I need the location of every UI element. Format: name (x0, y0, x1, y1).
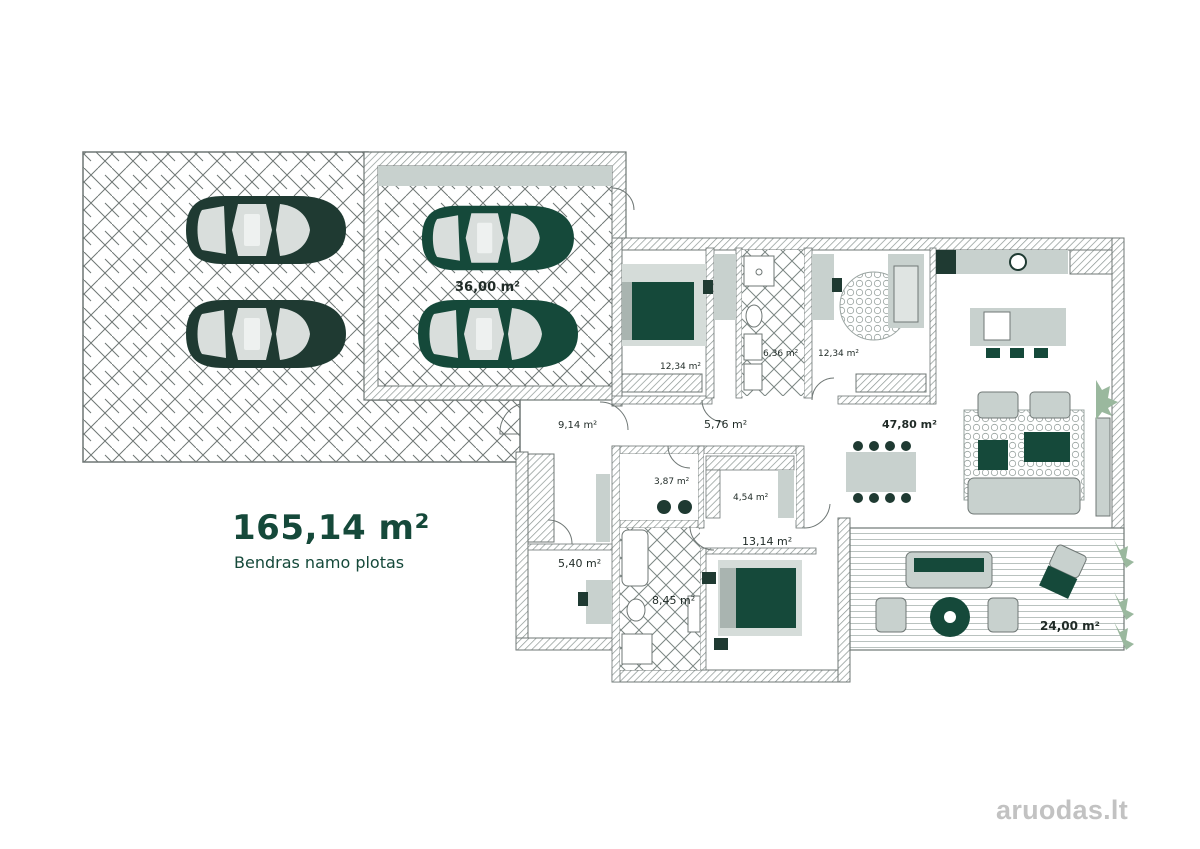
label-bedroom-small: 12,34 m² (660, 362, 701, 372)
label-walk-in-closet: 4,54 m² (733, 493, 769, 503)
label-bathroom-bottom: 8,45 m² (652, 594, 695, 607)
label-hall-entrance: 9,14 m² (558, 420, 597, 431)
parked-car-1 (186, 196, 346, 264)
parked-car-2 (186, 300, 346, 368)
label-laundry: 3,87 m² (654, 477, 690, 487)
terrace (849, 527, 1134, 651)
garage (363, 151, 635, 401)
bedroom-small (621, 254, 736, 393)
bathroom-bottom (620, 528, 701, 670)
dining-table (846, 441, 916, 503)
area-labels: 36,00 m² 12,34 m² 6,36 m² 12,34 m² 47,80… (455, 280, 1100, 633)
door-swings (499, 377, 835, 551)
kitchen-counter (936, 249, 1113, 275)
total-area-value: 165,14 m² (232, 508, 430, 548)
label-office-bottom: 5,40 m² (558, 557, 601, 570)
label-living-kitchen: 47,80 m² (882, 418, 937, 431)
label-corridor: 5,76 m² (704, 418, 747, 431)
label-garage: 36,00 m² (455, 280, 520, 295)
living-area (963, 380, 1118, 517)
label-bedroom-master: 13,14 m² (742, 535, 792, 548)
label-study-top: 12,34 m² (818, 349, 859, 359)
label-bathroom-top: 6,36 m² (763, 349, 799, 359)
parked-car-4 (418, 300, 578, 368)
bedroom-master (702, 560, 802, 650)
kitchen-island (970, 308, 1066, 358)
walk-in-closet (704, 454, 796, 520)
brand-watermark: aruodas.lt (996, 795, 1129, 825)
parked-car-3 (421, 205, 574, 271)
study-room (812, 254, 927, 393)
label-terrace: 24,00 m² (1040, 619, 1100, 633)
total-area-caption: Bendras namo plotas (234, 553, 405, 572)
office-bottom (527, 453, 612, 624)
bathroom-top (742, 250, 804, 396)
laundry-room (620, 454, 698, 520)
